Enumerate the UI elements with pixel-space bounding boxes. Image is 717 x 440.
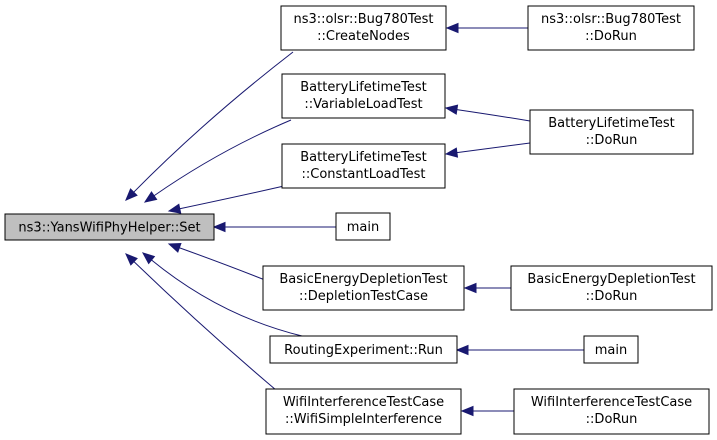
arrowhead-icon: [463, 282, 477, 294]
node-bug780-create-nodes-line-1: ns3::olsr::Bug780Test: [293, 12, 433, 27]
node-wifi-simple-interference-line-2: ::WifiSimpleInterference: [285, 412, 442, 427]
edge-bug780_dorun-to-bug780_create: [445, 22, 528, 34]
arrowhead-icon: [455, 344, 469, 356]
node-depletion-test-case-line-1: BasicEnergyDepletionTest: [279, 272, 447, 287]
node-routing-experiment-run[interactable]: RoutingExperiment::Run: [269, 335, 458, 364]
node-bug780-dorun-line-2: ::DoRun: [585, 29, 637, 44]
node-main-1-line-1: main: [347, 220, 379, 235]
node-battery-constant-load-line-2: ::ConstantLoadTest: [302, 167, 426, 182]
edge-bug780_create-to-set: [125, 51, 294, 201]
arrowhead-icon: [212, 221, 226, 233]
node-wifi-dorun[interactable]: WifiInterferenceTestCase ::DoRun: [513, 388, 710, 435]
edge-depletion_dorun-to-depletion_case: [463, 282, 511, 294]
node-battery-variable-load-line-2: ::VariableLoadTest: [304, 97, 422, 112]
edge-main_2-to-routing_run: [455, 344, 584, 356]
node-battery-dorun[interactable]: BatteryLifetimeTest ::DoRun: [529, 109, 694, 155]
edge-battery_variable-to-set: [143, 119, 292, 203]
node-depletion-dorun-line-1: BasicEnergyDepletionTest: [527, 272, 695, 287]
arrowhead-icon: [460, 405, 474, 417]
edge-line: [456, 142, 531, 154]
node-depletion-dorun-line-2: ::DoRun: [586, 289, 638, 304]
node-battery-variable-load-line-1: BatteryLifetimeTest: [300, 80, 427, 95]
node-battery-variable-load[interactable]: BatteryLifetimeTest ::VariableLoadTest: [281, 73, 446, 119]
edge-line: [153, 119, 292, 197]
node-wifi-dorun-line-2: ::DoRun: [586, 412, 638, 427]
edge-battery_constant-to-set: [167, 185, 285, 214]
node-battery-constant-load-line-1: BatteryLifetimeTest: [300, 150, 427, 165]
node-main-1[interactable]: main: [335, 212, 391, 241]
node-bug780-create-nodes[interactable]: ns3::olsr::Bug780Test ::CreateNodes: [280, 5, 447, 51]
arrowhead-icon: [125, 253, 138, 266]
node-main-2-line-1: main: [595, 343, 627, 358]
node-depletion-dorun[interactable]: BasicEnergyDepletionTest ::DoRun: [510, 265, 713, 311]
arrowhead-icon: [444, 147, 459, 158]
node-wifi-simple-interference[interactable]: WifiInterferenceTestCase ::WifiSimpleInt…: [265, 388, 462, 435]
node-set-line-1: ns3::YansWifiPhyHelper::Set: [18, 221, 200, 236]
node-battery-dorun-line-1: BatteryLifetimeTest: [548, 116, 675, 131]
arrowhead-icon: [444, 104, 459, 115]
arrowhead-icon: [141, 252, 156, 265]
edge-line: [179, 185, 285, 210]
node-main-2[interactable]: main: [583, 335, 639, 364]
edge-line: [133, 261, 277, 391]
edge-main_1-to-set: [212, 221, 337, 233]
edge-routing_run-to-set: [141, 252, 303, 337]
edge-wifi_simple-to-set: [125, 253, 277, 391]
node-bug780-dorun[interactable]: ns3::olsr::Bug780Test ::DoRun: [527, 5, 695, 51]
node-routing-experiment-run-line-1: RoutingExperiment::Run: [284, 343, 443, 358]
edge-battery_dorun-to-battery_constant: [444, 142, 531, 158]
edge-line: [151, 259, 303, 337]
arrowhead-icon: [445, 22, 459, 34]
node-wifi-dorun-line-1: WifiInterferenceTestCase: [531, 395, 692, 410]
edge-line: [456, 109, 531, 122]
arrowhead-icon: [167, 242, 182, 253]
edge-line: [133, 51, 294, 193]
node-depletion-test-case-line-2: ::DepletionTestCase: [299, 289, 428, 304]
node-set[interactable]: ns3::YansWifiPhyHelper::Set: [4, 213, 215, 241]
arrowhead-icon: [143, 191, 158, 203]
node-depletion-test-case[interactable]: BasicEnergyDepletionTest ::DepletionTest…: [262, 265, 465, 311]
node-battery-constant-load[interactable]: BatteryLifetimeTest ::ConstantLoadTest: [281, 143, 446, 189]
edge-battery_dorun-to-battery_variable: [444, 104, 531, 122]
arrowhead-icon: [125, 188, 138, 201]
node-wifi-simple-interference-line-1: WifiInterferenceTestCase: [283, 395, 444, 410]
node-bug780-dorun-line-1: ns3::olsr::Bug780Test: [541, 12, 681, 27]
call-edges: [125, 22, 584, 417]
edge-wifi_dorun-to-wifi_simple: [460, 405, 515, 417]
arrowhead-icon: [167, 203, 182, 214]
node-bug780-create-nodes-line-2: ::CreateNodes: [317, 29, 410, 44]
edge-line: [179, 247, 271, 283]
node-battery-dorun-line-2: ::DoRun: [586, 133, 638, 148]
edge-depletion_case-to-set: [167, 242, 271, 283]
